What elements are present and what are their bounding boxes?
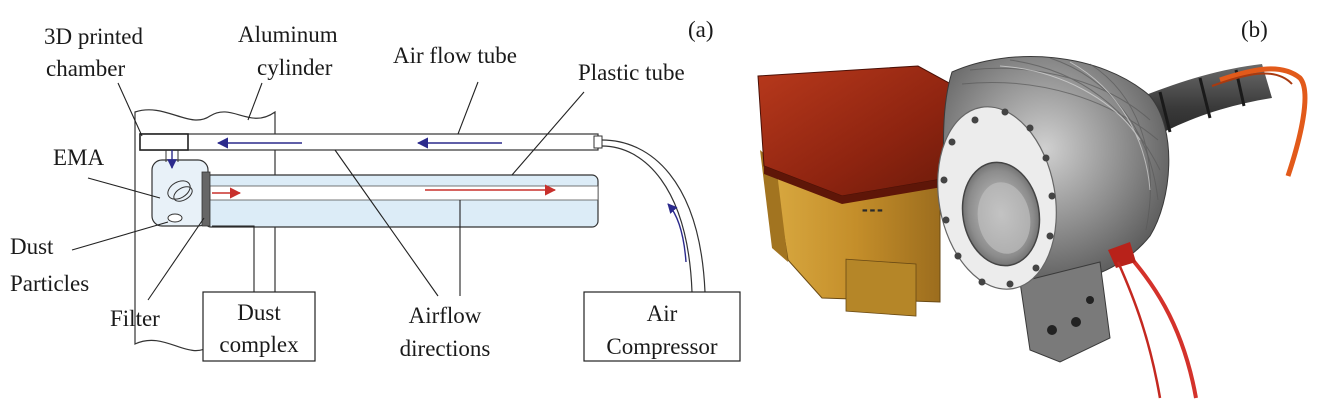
label-air-compressor-1: Air: [647, 301, 678, 326]
label-ema: EMA: [53, 145, 105, 170]
filter: [201, 171, 211, 227]
panel-b: (b) ▬ ▬ ▬: [757, 17, 1308, 399]
label-dust-complex-1: Dust: [237, 300, 281, 325]
flange-bolts: [940, 108, 1056, 288]
panel-b-tag: (b): [1241, 17, 1268, 42]
hose-arrow: [667, 203, 687, 263]
tube-end-cap: [593, 135, 603, 149]
panel-a: (a): [10, 17, 741, 362]
label-air-flow-tube: Air flow tube: [393, 43, 517, 68]
red-cable: [1124, 250, 1198, 399]
plastic-tube: [204, 174, 599, 228]
label-airflow-directions-2: directions: [400, 336, 491, 361]
panel-a-tag: (a): [688, 17, 714, 42]
label-airflow-directions-1: Airflow: [409, 303, 482, 328]
orange-cable: [1219, 66, 1308, 177]
plastic-tube-inner: [209, 185, 599, 201]
label-printed-chamber-2: chamber: [46, 56, 126, 81]
support-bracket: [1019, 261, 1111, 363]
label-plastic-tube: Plastic tube: [578, 60, 685, 85]
tube-connector: [139, 133, 189, 151]
label-aluminum-1: Aluminum: [238, 22, 338, 47]
dust-complex-box: [202, 291, 316, 362]
svg-text:▬ ▬ ▬: ▬ ▬ ▬: [862, 207, 883, 214]
label-printed-chamber-1: 3D printed: [44, 24, 144, 49]
air-compressor-box: [583, 291, 741, 362]
dust-particles: [167, 213, 183, 223]
air-flow-tube: [139, 133, 599, 151]
hose-inner: [601, 145, 693, 293]
hose-outer: [601, 139, 706, 293]
label-dust-particles-1: Dust: [10, 234, 54, 259]
leader-lines: [71, 81, 585, 301]
label-air-compressor-2: Compressor: [606, 334, 718, 359]
ema-swirl-outer: [167, 180, 191, 200]
ema-swirl-inner: [173, 186, 193, 202]
label-filter: Filter: [110, 306, 160, 331]
label-dust-complex-2: complex: [219, 332, 299, 357]
label-dust-particles-2: Particles: [10, 271, 89, 296]
label-aluminum-2: cylinder: [257, 55, 333, 80]
